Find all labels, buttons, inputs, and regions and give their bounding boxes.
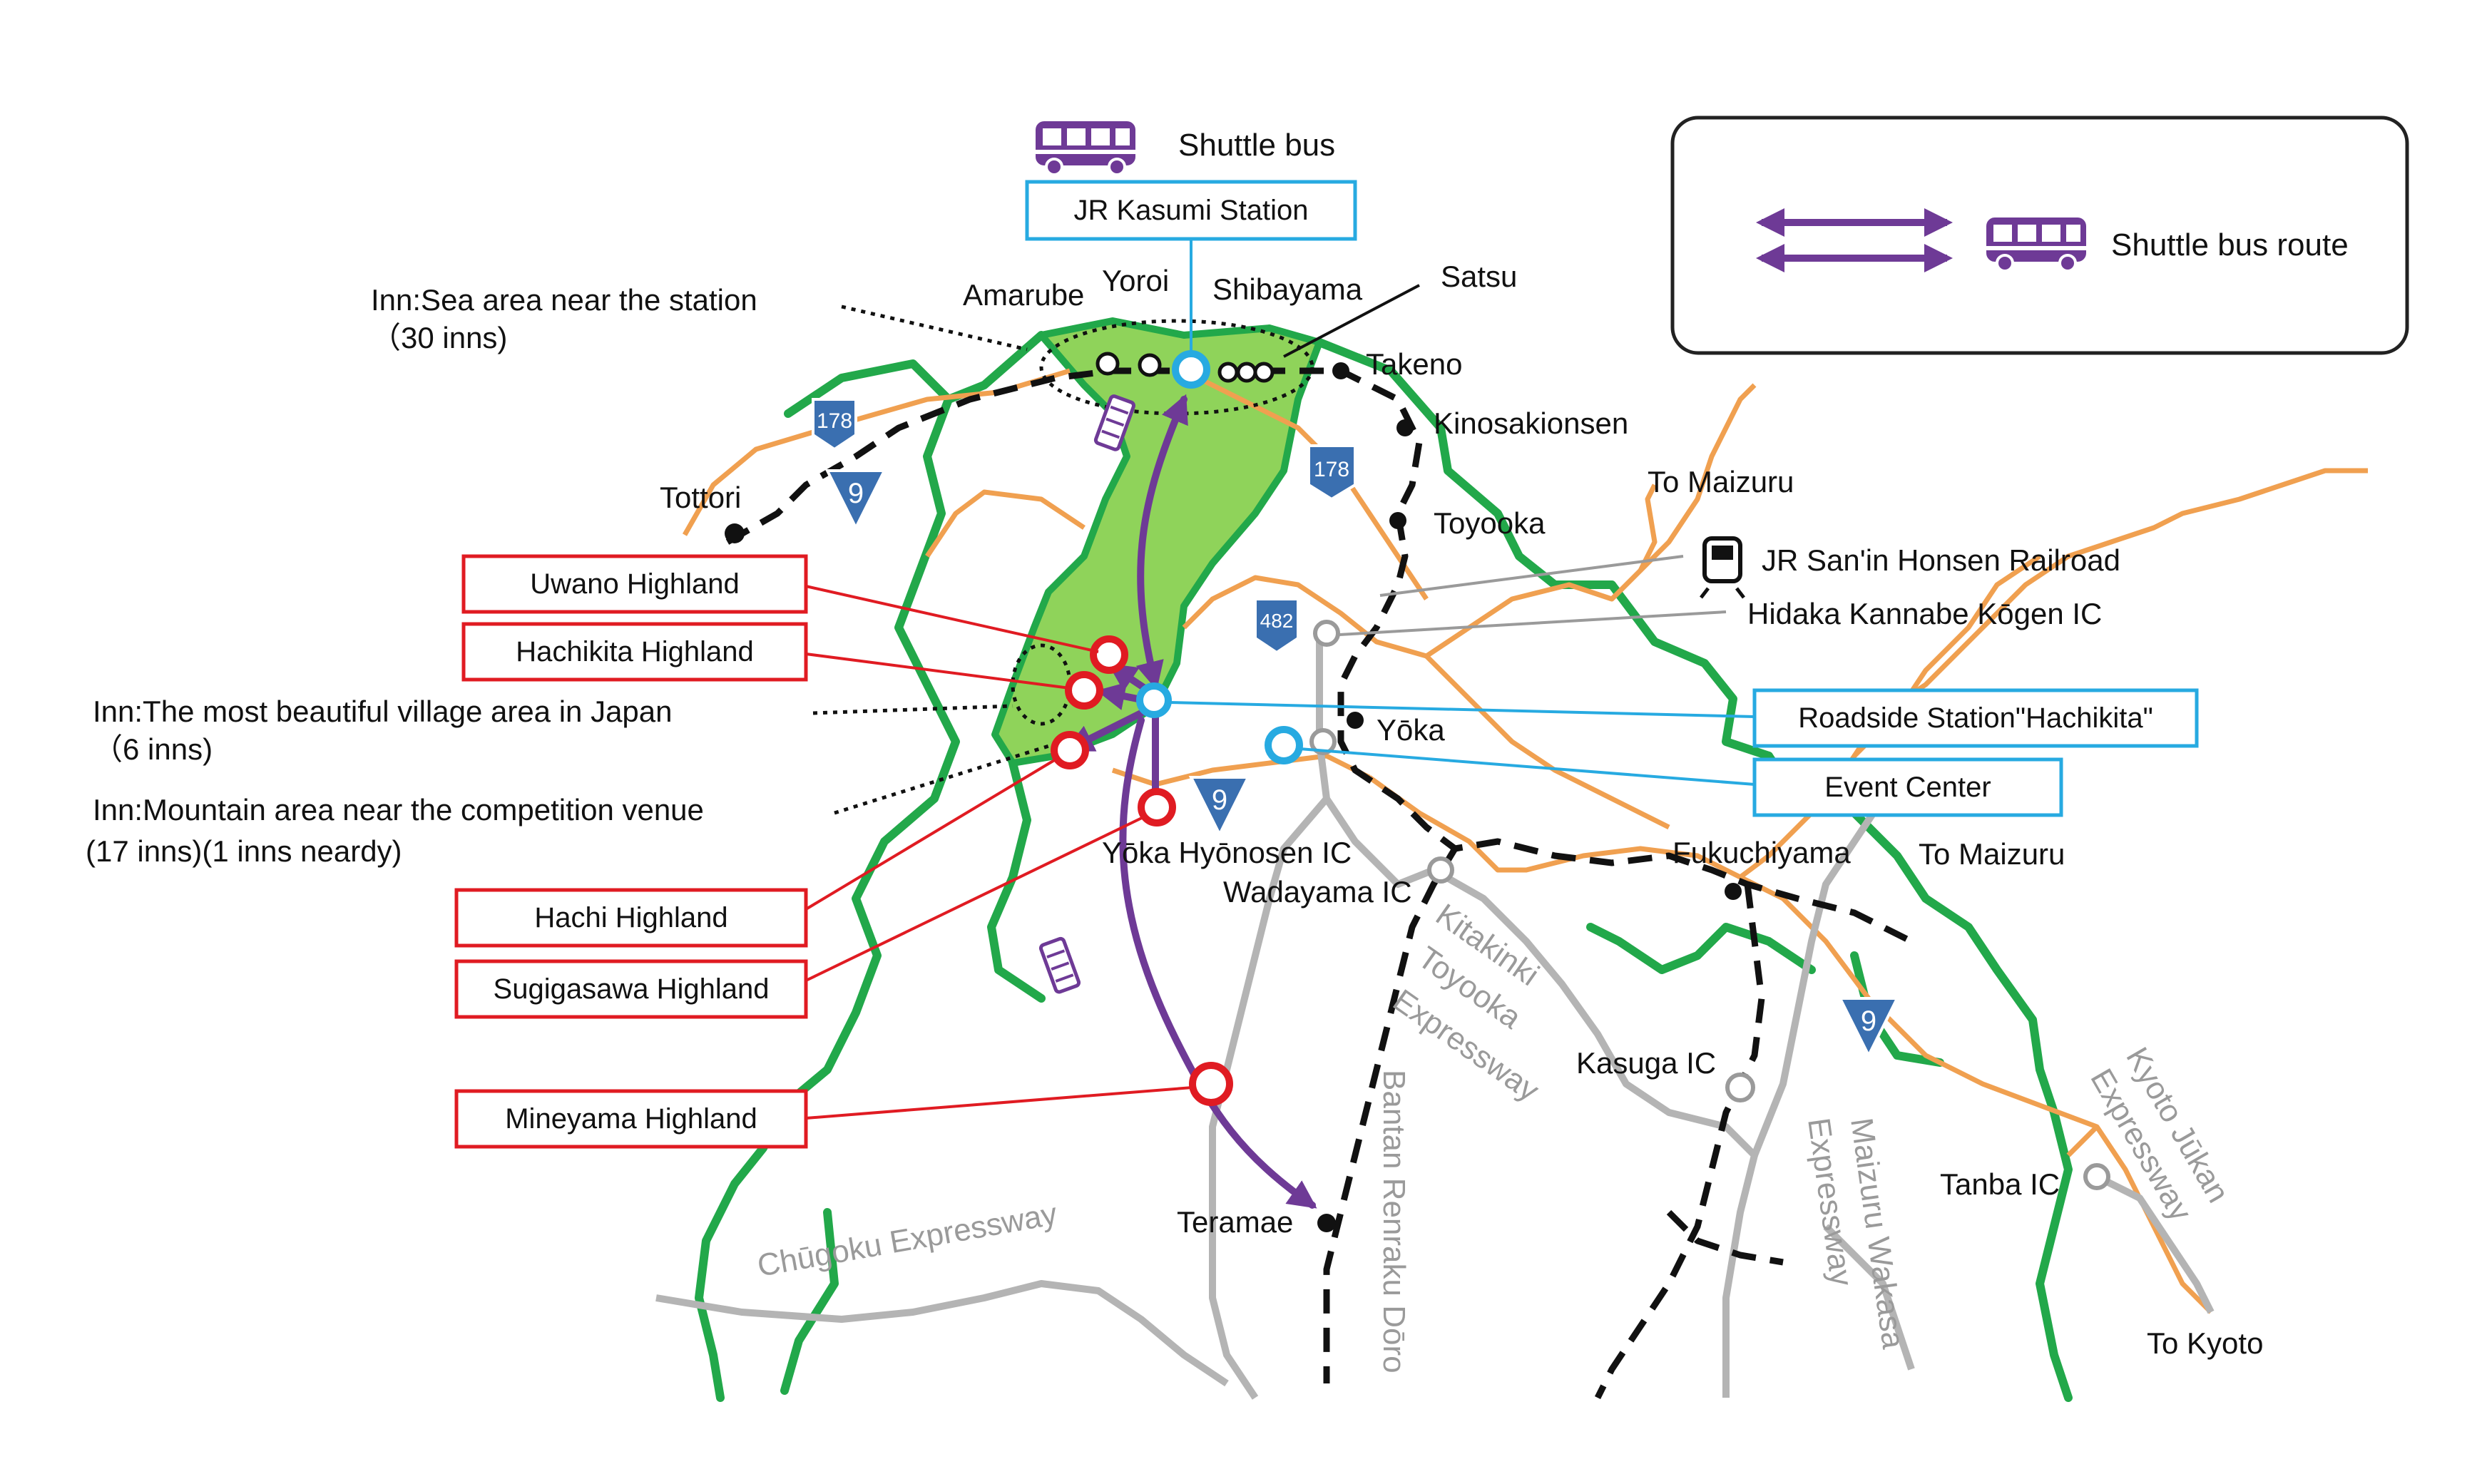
route-number: 482	[1260, 610, 1294, 632]
inn-sea-label: Inn:Sea area near the station	[371, 283, 757, 317]
place-kinosakionsen: Kinosakionsen	[1434, 406, 1628, 440]
place-tottori: Tottori	[660, 481, 741, 514]
place-kasuga-ic: Kasuga IC	[1576, 1046, 1716, 1080]
place-to-kyoto: To Kyoto	[2147, 1326, 2263, 1360]
highland-label: Hachi Highland	[534, 902, 727, 933]
inn-sea-count: （30 inns)	[371, 321, 507, 354]
inn-mountain-count: (17 inns)(1 inns neardy)	[86, 834, 402, 868]
route-shield-icon: 9	[1188, 776, 1251, 838]
place-amarube: Amarube	[963, 278, 1084, 312]
road-maizuru-wakasa-1: Maizuru Wakasa	[1844, 1116, 1911, 1351]
place-wadayama-ic: Wadayama IC	[1223, 875, 1412, 909]
inn-mountain-label: Inn:Mountain area near the competition v…	[93, 793, 704, 827]
event-center-marker	[1265, 726, 1303, 764]
roadside-station-box: Roadside Station"Hachikita"	[1798, 702, 2153, 734]
railways	[725, 367, 1914, 1400]
highland-label: Mineyama Highland	[505, 1103, 757, 1135]
route-shield-icon: 9	[824, 469, 887, 531]
shuttle-bus-label: Shuttle bus	[1178, 128, 1335, 163]
place-to-maizuru-1: To Maizuru	[1648, 465, 1794, 498]
route-shield-icon: 178	[812, 398, 857, 451]
place-jr-sanin: JR San'in Honsen Railroad	[1762, 543, 2120, 577]
place-fukuchiyama: Fukuchiyama	[1672, 836, 1851, 869]
route-shield-icon: 178	[1307, 444, 1357, 501]
place-yoka: Yōka	[1377, 713, 1445, 747]
route-number: 9	[848, 478, 864, 509]
place-tanba-ic: Tanba IC	[1940, 1167, 2060, 1201]
prefecture-boundary	[695, 331, 2073, 1402]
train-icon	[1700, 536, 1745, 599]
place-shibayama: Shibayama	[1212, 272, 1363, 306]
place-takeno: Takeno	[1366, 347, 1462, 381]
road-bantan: Bantan Renraku Dōro	[1377, 1070, 1411, 1373]
road-chugoku: Chūgoku Expressway	[755, 1197, 1060, 1284]
legend-shuttle-route-label: Shuttle bus route	[2111, 227, 2349, 262]
bus-icon	[1040, 938, 1080, 993]
route-number: 178	[817, 409, 852, 433]
jr-kasumi-station-box: JR Kasumi Station	[1073, 195, 1308, 226]
highland-label: Hachikita Highland	[516, 636, 754, 667]
route-number: 9	[1861, 1005, 1876, 1037]
highland-label: Uwano Highland	[530, 568, 740, 600]
route-shield-icon: 9	[1837, 997, 1900, 1059]
place-yoroi: Yoroi	[1102, 264, 1169, 297]
highland-markers	[1051, 635, 1233, 1106]
coast-stations	[725, 352, 1742, 1232]
roadside-station-marker	[1136, 682, 1172, 718]
place-yoka-ic: Yōka Hyōnosen IC	[1102, 836, 1352, 869]
inn-village-count: （6 inns)	[93, 732, 213, 766]
place-to-maizuru-2: To Maizuru	[1919, 837, 2065, 871]
place-satsu: Satsu	[1441, 260, 1517, 293]
kasumi-station-marker	[1172, 350, 1210, 389]
legend: Shuttle bus route	[1670, 116, 2409, 355]
route-number: 178	[1314, 458, 1349, 481]
interchange-markers	[1309, 620, 2110, 1190]
place-toyooka: Toyooka	[1434, 506, 1546, 540]
inn-village-label: Inn:The most beautiful village area in J…	[93, 695, 673, 728]
place-hidaka-ic: Hidaka Kannabe Kōgen IC	[1747, 597, 2102, 630]
leader-lines	[805, 235, 1755, 1120]
route-number: 9	[1212, 784, 1227, 816]
place-teramae: Teramae	[1177, 1205, 1293, 1239]
expressways	[655, 635, 2215, 1400]
route-shield-icon: 482	[1254, 598, 1299, 655]
event-center-box: Event Center	[1824, 772, 1991, 803]
highland-label: Sugigasawa Highland	[494, 973, 770, 1005]
bus-icon	[1034, 120, 1137, 176]
